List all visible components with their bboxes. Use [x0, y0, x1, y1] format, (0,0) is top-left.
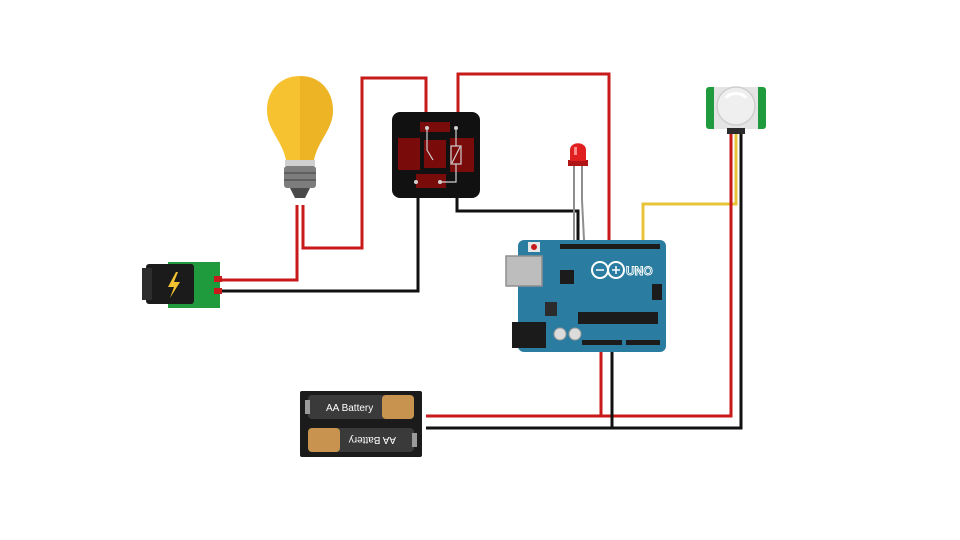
- jack-front: [142, 268, 152, 300]
- aa-battery-holder: AA Battery AA Battery: [300, 391, 422, 457]
- analog-header: [626, 340, 660, 345]
- battery-terminal: [305, 400, 310, 414]
- led-dome: [570, 143, 586, 161]
- wire-relay-to-arduino-signal: [456, 72, 611, 246]
- jack-pin: [214, 288, 222, 294]
- usb-port: [505, 255, 543, 287]
- relay-terminal-dot: [454, 126, 458, 130]
- barrel-jack: [512, 322, 546, 348]
- usb-chip: [560, 270, 574, 284]
- lightning-icon: [168, 272, 180, 298]
- wire-pir-ground: [426, 132, 743, 430]
- relay-detail: [398, 138, 420, 170]
- relay-switch-symbol: [426, 128, 434, 161]
- icsp-header: [652, 284, 662, 300]
- pir-motion-sensor: [706, 86, 766, 134]
- pir-header: [727, 128, 745, 134]
- dc-power-jack: [142, 262, 222, 308]
- led-glint: [574, 147, 577, 155]
- relay-detail: [420, 122, 450, 132]
- relay-module: [392, 112, 480, 198]
- relay-terminal-dot: [438, 180, 442, 184]
- wire-pir-power: [426, 132, 733, 418]
- battery-cell-bottom-cap: [308, 428, 340, 452]
- power-header: [582, 340, 622, 345]
- capacitor: [553, 327, 567, 341]
- red-led: [568, 143, 588, 241]
- wires: [220, 72, 743, 430]
- microcontroller-chip: [578, 312, 658, 324]
- bulb-tip: [290, 188, 310, 198]
- bulb-glass-shade: [300, 76, 333, 160]
- battery-bottom-label: AA Battery: [349, 434, 396, 445]
- relay-terminal-dot: [425, 126, 429, 130]
- wire-bulb-to-jack: [220, 205, 299, 282]
- pir-dome-highlight: [724, 92, 748, 100]
- relay-coil-mark: [451, 146, 461, 164]
- battery-top-label: AA Battery: [326, 403, 373, 414]
- bulb-base: [284, 166, 316, 188]
- arduino-brand-label: UNO: [626, 264, 653, 278]
- relay-terminal-dot: [414, 180, 418, 184]
- led-leg: [581, 165, 585, 241]
- voltage-regulator: [545, 302, 557, 316]
- reset-button-cap: [531, 244, 537, 250]
- relay-detail: [450, 138, 474, 172]
- capacitor: [568, 327, 582, 341]
- wire-bulb-to-relay: [301, 76, 428, 250]
- arduino-logo-icon: [591, 261, 625, 279]
- battery-cell-top-cap: [382, 395, 414, 419]
- relay-trace: [441, 164, 457, 183]
- battery-terminal: [412, 433, 417, 447]
- led-rim: [568, 160, 588, 166]
- arduino-uno-board: UNO: [505, 240, 666, 352]
- wire-relay-ground: [455, 198, 580, 246]
- jack-pin: [214, 276, 222, 282]
- bulb-collar: [285, 160, 315, 166]
- wire-jack-ground-to-relay: [220, 198, 420, 293]
- light-bulb-icon: [267, 76, 333, 198]
- wire-pir-signal: [641, 132, 738, 246]
- relay-detail: [416, 174, 446, 188]
- relay-detail: [424, 140, 446, 168]
- digital-header: [560, 244, 660, 249]
